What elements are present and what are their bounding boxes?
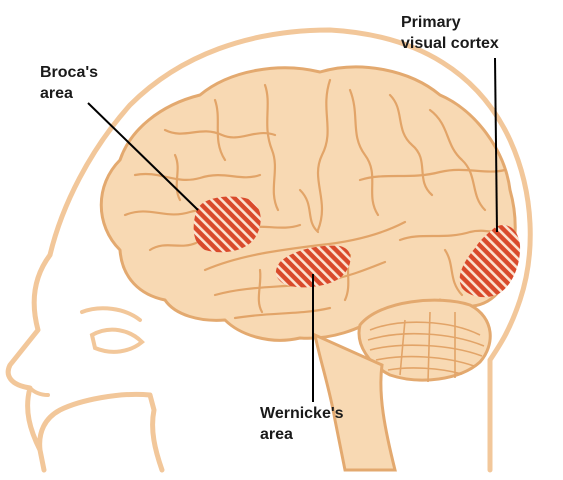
nose-line bbox=[28, 386, 50, 397]
brain-stem bbox=[312, 332, 397, 472]
wernicke-area-label: Wernicke's area bbox=[260, 403, 344, 445]
broca-area-label: Broca's area bbox=[40, 62, 98, 104]
broca-label-line-1: Broca's bbox=[40, 64, 99, 81]
wernicke-label-line-2: area bbox=[260, 426, 293, 443]
broca-label-line-2: area bbox=[40, 85, 73, 102]
broca-leader-line bbox=[87, 102, 199, 211]
wernicke-area-region bbox=[275, 245, 351, 288]
eyebrow bbox=[80, 306, 142, 322]
primary-visual-label-line-2: visual cortex bbox=[401, 35, 499, 52]
primary-visual-cortex-region bbox=[459, 225, 521, 298]
primary-visual-leader-line bbox=[494, 57, 498, 233]
wernicke-label-line-1: Wernicke's bbox=[260, 405, 344, 422]
cerebellum-folds bbox=[367, 311, 485, 383]
primary-visual-label-line-1: Primary bbox=[401, 14, 461, 31]
eye-icon bbox=[89, 327, 145, 354]
primary-visual-cortex-label: Primary visual cortex bbox=[401, 12, 499, 54]
broca-area-region bbox=[193, 196, 261, 253]
head-outline bbox=[5, 27, 533, 473]
